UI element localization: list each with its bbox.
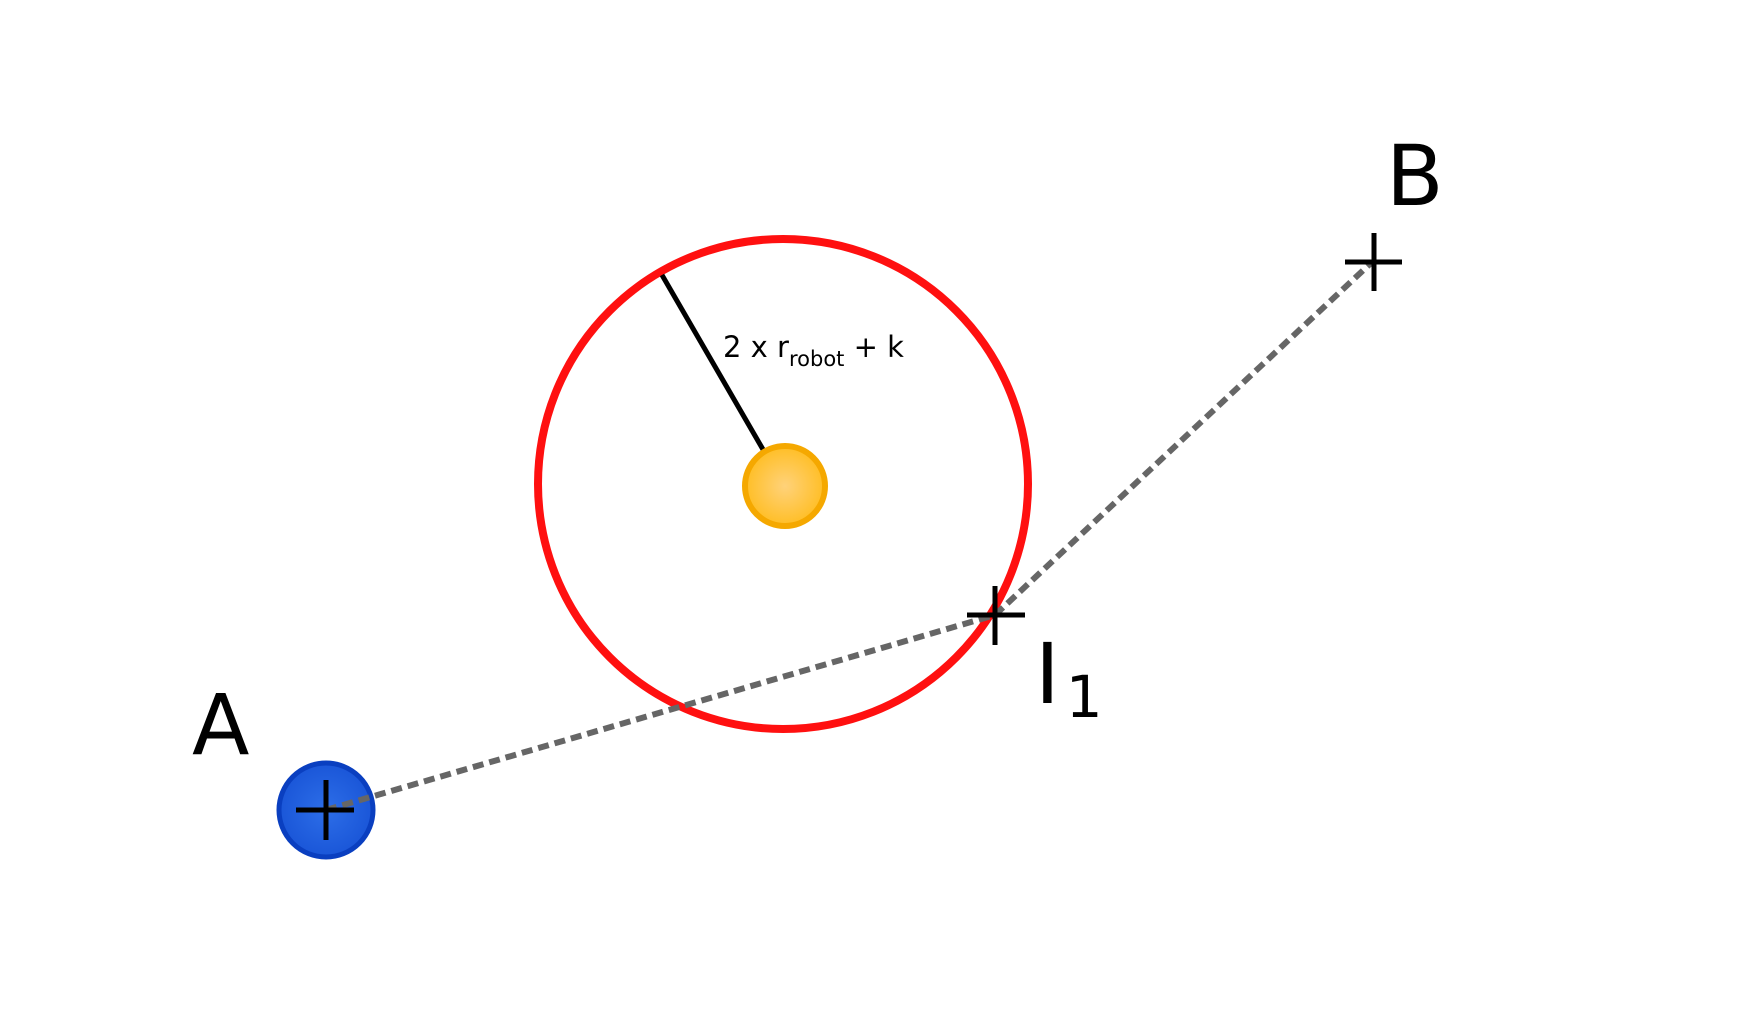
intersection-main: I <box>1035 625 1060 723</box>
safety-circle <box>534 235 1032 733</box>
path-segment-i1-to-b <box>992 259 1375 618</box>
marker-i1-icon <box>967 586 1025 645</box>
marker-a-icon <box>296 780 354 840</box>
radius-subscript: robot <box>789 347 844 371</box>
obstacle <box>742 443 828 529</box>
radius-label: 2 x rrobot + k <box>723 330 904 371</box>
obstacle-icon <box>742 443 828 529</box>
path-segment-a-to-i1 <box>325 612 996 813</box>
marker-b-icon <box>1345 233 1402 291</box>
radius-prefix: 2 x r <box>723 330 789 364</box>
label-b: B <box>1386 127 1444 225</box>
radius-suffix: + k <box>844 330 904 364</box>
intersection-subscript: 1 <box>1066 663 1103 731</box>
label-a: A <box>192 676 249 774</box>
